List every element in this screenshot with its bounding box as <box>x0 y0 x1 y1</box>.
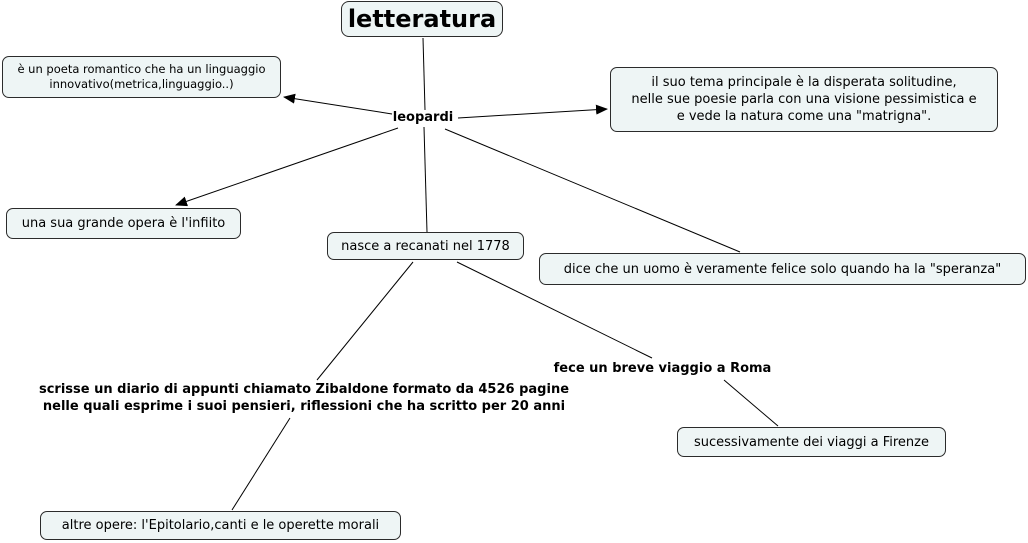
rome-topic[interactable]: fece un breve viaggio a Roma <box>553 361 772 376</box>
opera-node[interactable]: una sua grande opera è l'infiito <box>6 208 241 239</box>
florence-node[interactable]: sucessivamente dei viaggi a Firenze <box>677 427 946 457</box>
link-diary-others <box>231 417 291 511</box>
others-text: altre opere: l'Epitolario,canti e le ope… <box>61 518 380 533</box>
happy-node[interactable]: dice che un uomo è veramente felice solo… <box>539 253 1026 285</box>
link-birth-diary <box>316 261 414 381</box>
poet-node[interactable]: è un poeta romantico che ha un linguaggi… <box>2 56 281 98</box>
opera-text: una sua grande opera è l'infiito <box>21 216 226 231</box>
theme-node[interactable]: il suo tema principale è la disperata so… <box>610 67 998 132</box>
title-node[interactable]: letteratura <box>341 1 503 37</box>
theme-text: il suo tema principale è la disperata so… <box>631 75 977 124</box>
link-center-opera <box>175 127 399 207</box>
florence-text: sucessivamente dei viaggi a Firenze <box>694 434 929 450</box>
link-birth-rome <box>456 261 653 359</box>
center-topic[interactable]: leopardi <box>392 110 454 125</box>
birth-text: nasce a recanati nel 1778 <box>341 238 510 254</box>
link-center-birth <box>423 126 428 233</box>
birth-node[interactable]: nasce a recanati nel 1778 <box>327 232 524 260</box>
title-text: letteratura <box>347 4 497 33</box>
link-rome-florence <box>723 379 779 427</box>
diary-topic[interactable]: scrisse un diario di appunti chiamato Zi… <box>38 382 570 414</box>
happy-text: dice che un uomo è veramente felice solo… <box>563 261 1002 277</box>
others-node[interactable]: altre opere: l'Epitolario,canti e le ope… <box>40 511 401 540</box>
link-title-center <box>422 37 426 111</box>
link-center-happy <box>444 128 741 253</box>
poet-text: è un poeta romantico che ha un linguaggi… <box>17 62 266 91</box>
link-center-poet <box>283 93 393 115</box>
link-center-theme <box>457 104 608 119</box>
